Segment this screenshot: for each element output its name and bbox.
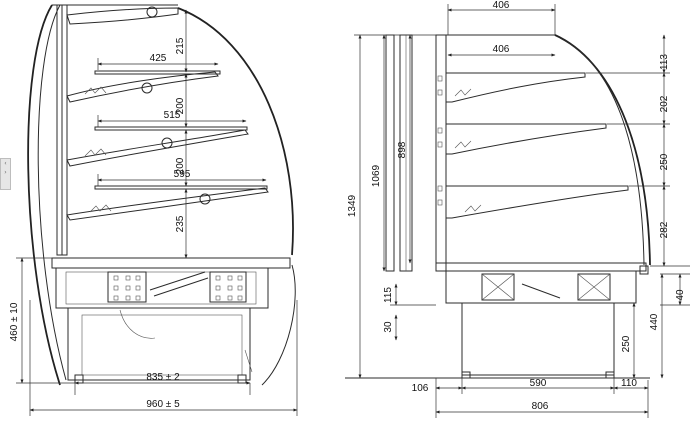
side-dimension-labels: 215 200 200 235 425 515 595 460 ± 10 835…	[9, 37, 191, 410]
dim-250-leg: 250	[621, 335, 632, 352]
dim-200-a: 200	[175, 97, 186, 114]
dim-406-inner: 406	[493, 44, 510, 55]
dim-250-right: 250	[659, 153, 670, 170]
dim-202: 202	[659, 95, 670, 112]
side-front-glass-arc	[177, 7, 294, 256]
side-vent-panel-1	[107, 271, 147, 303]
dim-806: 806	[532, 401, 549, 412]
side-lower-arc	[261, 264, 296, 386]
side-vent-holes	[113, 275, 243, 301]
dim-235: 235	[175, 215, 186, 232]
side-storage-box	[67, 307, 251, 381]
dim-960: 960 ± 5	[146, 399, 180, 410]
side-curved-glass	[27, 4, 61, 386]
front-shelves	[445, 72, 629, 219]
side-pipe	[149, 271, 206, 291]
dim-40: 40	[675, 289, 686, 301]
side-shelves	[66, 6, 269, 221]
front-dimension-labels: 406 406 1349 1069 898 115 30 113 202 250…	[347, 0, 686, 412]
front-storage-box	[461, 302, 615, 376]
dim-1069: 1069	[371, 164, 382, 187]
dim-30: 30	[383, 321, 394, 333]
front-display-tray	[435, 262, 647, 272]
dim-106: 106	[412, 383, 429, 394]
dim-215: 215	[175, 37, 186, 54]
front-dimensions	[354, 4, 690, 418]
tab-glyph-right: ›	[4, 169, 7, 176]
tab-glyph-left: ‹	[4, 160, 7, 167]
front-cross-panel-2	[577, 273, 611, 301]
dim-1349: 1349	[347, 194, 358, 217]
dim-200-b: 200	[175, 157, 186, 174]
side-canopy	[66, 7, 179, 25]
front-rear-post-1	[385, 34, 395, 272]
dim-406-top: 406	[493, 0, 510, 11]
dim-110: 110	[621, 378, 637, 389]
front-glass-foot	[639, 265, 649, 275]
side-dimensions	[16, 9, 298, 416]
dim-590: 590	[530, 378, 547, 389]
dim-898: 898	[397, 141, 408, 158]
side-view	[27, 4, 296, 386]
dim-835: 835 ± 2	[146, 372, 180, 383]
side-foot-right	[237, 374, 247, 384]
dim-460: 460 ± 10	[9, 302, 20, 341]
side-foot-left	[74, 374, 84, 384]
front-rear-panel	[435, 34, 447, 272]
dim-515: 515	[164, 110, 181, 121]
dim-113: 113	[659, 54, 670, 70]
side-display-tray	[51, 257, 291, 269]
side-vent-panel-2	[209, 271, 247, 303]
front-cross-panel-1	[481, 273, 515, 301]
dim-425: 425	[150, 53, 167, 64]
side-collapse-tab[interactable]: ‹ ›	[0, 158, 11, 190]
side-curved-glass-inner	[37, 4, 67, 381]
dim-595: 595	[174, 169, 191, 180]
front-shelf-brackets	[437, 75, 443, 206]
front-curved-glass	[554, 34, 651, 266]
dim-440: 440	[649, 313, 660, 330]
dim-115: 115	[383, 287, 394, 303]
dim-282: 282	[659, 221, 670, 238]
